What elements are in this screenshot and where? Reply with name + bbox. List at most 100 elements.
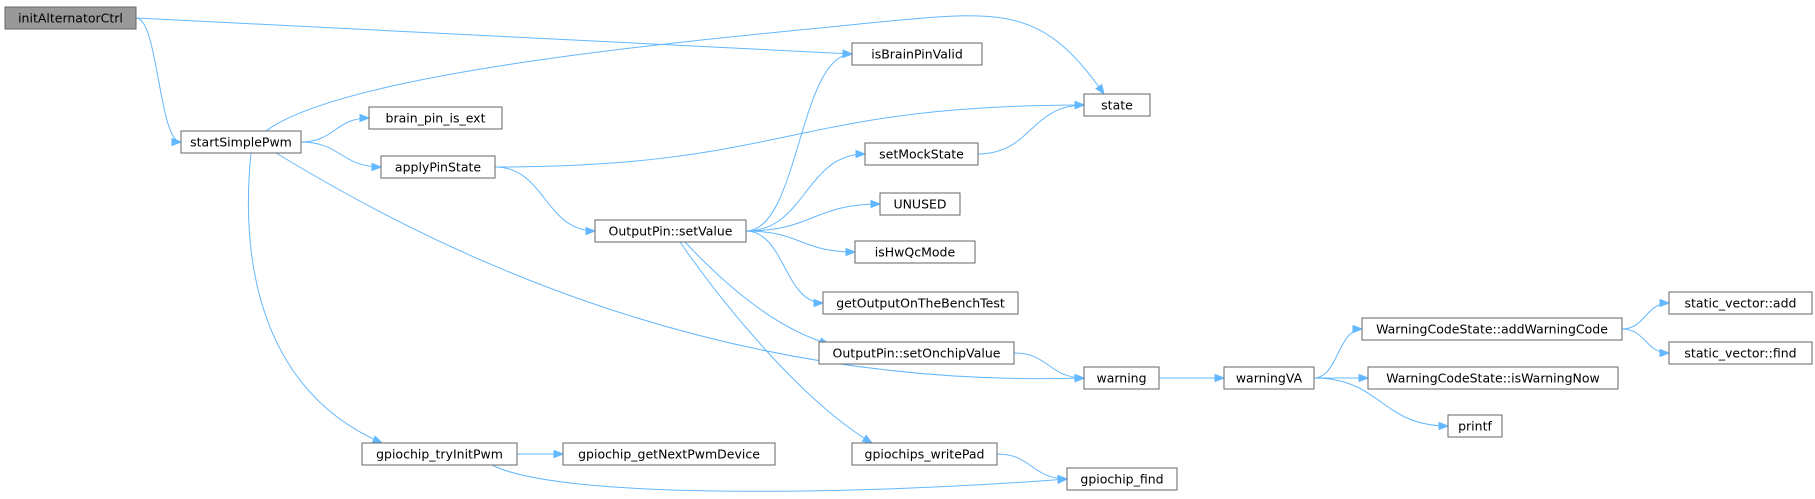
node-getOutputOnTheBenchTest[interactable]: getOutputOnTheBenchTest	[822, 291, 1019, 315]
node-isBrainPinValid[interactable]: isBrainPinValid	[851, 42, 983, 66]
edge-OutputPin_setValue-to-setMockState	[745, 149, 867, 232]
edge-OutputPin_setValue-to-getOutputOnTheBenchTest	[745, 230, 825, 308]
edge-addWarningCode-to-static_vector_find	[1621, 328, 1671, 358]
node-setMockState[interactable]: setMockState	[864, 142, 979, 166]
node-box	[180, 130, 302, 154]
edge-startSimplePwm-to-applyPinState	[300, 141, 383, 172]
edge-applyPinState-to-state	[494, 100, 1086, 168]
node-box	[851, 442, 998, 466]
edge-startSimplePwm-to-brain_pin_is_ext	[300, 113, 371, 143]
arrowhead	[371, 435, 384, 444]
node-gpiochip_getNextPwmDevice[interactable]: gpiochip_getNextPwmDevice	[562, 442, 776, 466]
edge-OutputPin_setValue-to-OutputPin_setOnchipValue	[684, 241, 831, 346]
edge-gpiochip_tryInitPwm-to-gpiochip_getNextPwmDevice	[516, 449, 565, 459]
arrowhead	[1057, 474, 1069, 484]
arrowhead	[1438, 421, 1450, 431]
node-label: state	[1101, 98, 1133, 113]
node-box	[854, 240, 976, 264]
arrowhead	[1358, 373, 1370, 383]
node-warningVA[interactable]: warningVA	[1223, 366, 1315, 390]
edge-addWarningCode-to-static_vector_add	[1621, 298, 1671, 330]
node-applyPinState[interactable]: applyPinState	[380, 155, 496, 179]
edge-startSimplePwm-to-state	[265, 15, 1105, 132]
node-addWarningCode[interactable]: WarningCodeState::addWarningCode	[1361, 317, 1623, 341]
node-brain_pin_is_ext[interactable]: brain_pin_is_ext	[368, 106, 503, 130]
node-gpiochip_find[interactable]: gpiochip_find	[1066, 467, 1178, 491]
arrowhead	[1095, 83, 1105, 96]
arrowhead	[855, 149, 867, 159]
edge-initAlternatorCtrl-to-isBrainPinValid	[135, 17, 854, 58]
node-OutputPin_setValue[interactable]: OutputPin::setValue	[594, 219, 747, 243]
node-OutputPin_setOnchipValue[interactable]: OutputPin::setOnchipValue	[818, 341, 1015, 365]
node-gpiochips_writePad[interactable]: gpiochips_writePad	[851, 442, 998, 466]
node-box	[822, 291, 1019, 315]
node-label: static_vector::add	[1685, 296, 1797, 311]
node-box	[1083, 366, 1160, 390]
edge-OutputPin_setValue-to-gpiochips_writePad	[679, 241, 874, 444]
node-box	[818, 341, 1015, 365]
edge-OutputPin_setOnchipValue-to-warning	[1013, 352, 1086, 383]
edge-OutputPin_setValue-to-UNUSED	[745, 199, 882, 232]
node-box	[4, 6, 137, 30]
node-label: initAlternatorCtrl	[18, 11, 123, 26]
node-box	[864, 142, 979, 166]
node-label: gpiochip_getNextPwmDevice	[578, 447, 760, 462]
node-label: OutputPin::setValue	[609, 224, 733, 239]
node-label: gpiochip_find	[1080, 472, 1163, 487]
arrowhead	[585, 226, 597, 236]
node-initAlternatorCtrl: initAlternatorCtrl	[4, 6, 137, 30]
arrowhead	[371, 162, 383, 172]
arrowhead	[359, 113, 371, 123]
node-label: WarningCodeState::isWarningNow	[1386, 371, 1600, 386]
node-box	[368, 106, 503, 130]
arrowhead	[870, 199, 882, 209]
arrowhead	[1214, 373, 1226, 383]
node-UNUSED[interactable]: UNUSED	[879, 192, 961, 216]
node-label: brain_pin_is_ext	[386, 111, 486, 126]
node-label: warningVA	[1236, 371, 1303, 386]
edge-warning-to-warningVA	[1158, 373, 1226, 383]
node-box	[361, 442, 518, 466]
node-box	[1361, 317, 1623, 341]
arrowhead	[845, 247, 857, 257]
node-box	[1083, 93, 1151, 117]
edge-gpiochip_tryInitPwm-to-gpiochip_find	[491, 464, 1069, 492]
node-static_vector_find[interactable]: static_vector::find	[1668, 341, 1813, 365]
edges-layer	[135, 15, 1671, 492]
node-startSimplePwm[interactable]: startSimplePwm	[180, 130, 302, 154]
node-label: printf	[1458, 419, 1492, 434]
node-state[interactable]: state	[1083, 93, 1151, 117]
arrowhead	[1659, 348, 1671, 358]
node-box	[594, 219, 747, 243]
edge-warningVA-to-addWarningCode	[1313, 324, 1364, 379]
node-label: startSimplePwm	[190, 135, 292, 150]
node-box	[1447, 414, 1503, 438]
node-static_vector_add[interactable]: static_vector::add	[1668, 291, 1813, 315]
node-warning[interactable]: warning	[1083, 366, 1160, 390]
edge-startSimplePwm-to-gpiochip_tryInitPwm	[247, 152, 384, 444]
arrowhead	[1659, 298, 1671, 308]
node-label: setMockState	[879, 147, 964, 162]
edge-setMockState-to-state	[977, 100, 1086, 155]
node-box	[1668, 291, 1813, 315]
node-label: isBrainPinValid	[871, 47, 963, 62]
arrowhead	[553, 449, 565, 459]
edge-gpiochips_writePad-to-gpiochip_find	[996, 453, 1069, 484]
edge-warningVA-to-printf	[1313, 377, 1450, 431]
edge-OutputPin_setValue-to-isHwQcMode	[745, 230, 857, 257]
node-isWarningNow[interactable]: WarningCodeState::isWarningNow	[1367, 366, 1619, 390]
node-box	[879, 192, 961, 216]
arrowhead	[1074, 100, 1086, 110]
arrowhead	[1074, 373, 1086, 383]
node-box	[1668, 341, 1813, 365]
node-box	[1066, 467, 1178, 491]
arrowhead	[1352, 324, 1364, 334]
node-isHwQcMode[interactable]: isHwQcMode	[854, 240, 976, 264]
edge-initAlternatorCtrl-to-startSimplePwm	[135, 17, 183, 147]
node-box	[562, 442, 776, 466]
node-box	[1367, 366, 1619, 390]
node-printf[interactable]: printf	[1447, 414, 1503, 438]
node-gpiochip_tryInitPwm[interactable]: gpiochip_tryInitPwm	[361, 442, 518, 466]
node-label: static_vector::find	[1684, 346, 1796, 361]
node-box	[1223, 366, 1315, 390]
